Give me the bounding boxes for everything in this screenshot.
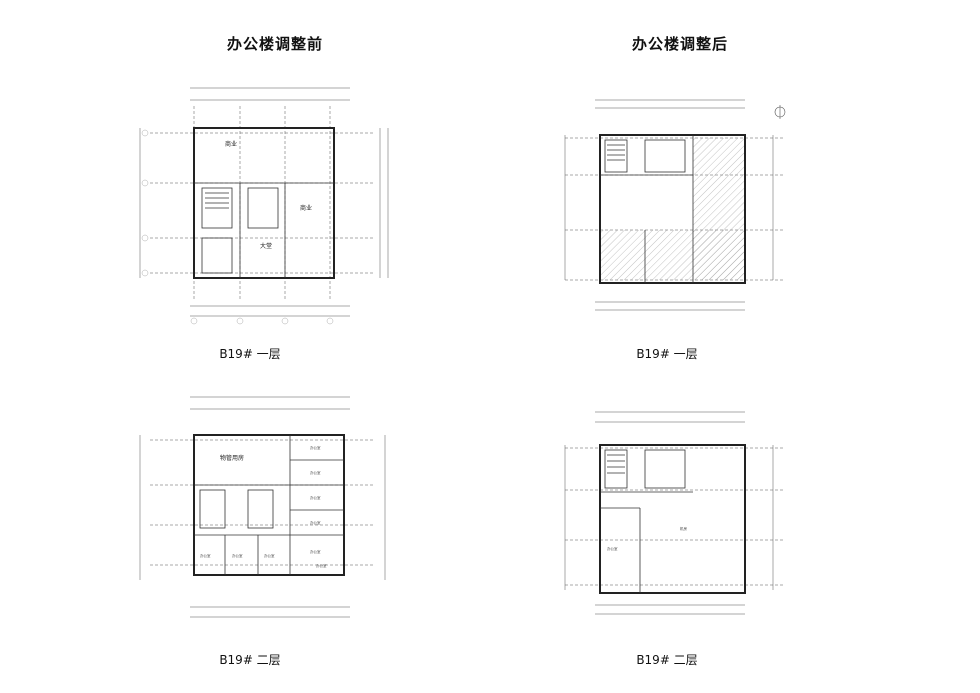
room-label: 办公室 xyxy=(200,553,211,558)
caption-before-floor2: B19# 二层 xyxy=(219,653,281,667)
room-label: 机房 xyxy=(680,526,688,531)
room-label: 办公室 xyxy=(310,445,321,450)
room-label: 办公室 xyxy=(316,563,327,568)
room-label: 办公室 xyxy=(310,520,321,525)
heading-after: 办公楼调整后 xyxy=(631,35,728,53)
room-label: 商业 xyxy=(225,140,237,148)
floorplan-after-floor1 xyxy=(545,90,805,320)
room-label: 办公室 xyxy=(310,549,321,554)
room-label: 办公室 xyxy=(310,470,321,475)
floorplan-after-floor2: 办公室 机房 xyxy=(545,400,805,630)
room-label: 办公室 xyxy=(607,546,618,551)
caption-before-floor1: B19# 一层 xyxy=(219,347,281,361)
room-label: 办公室 xyxy=(232,553,243,558)
room-label: 商业 xyxy=(300,204,312,212)
heading-before: 办公楼调整前 xyxy=(226,35,323,53)
room-label: 办公室 xyxy=(264,553,275,558)
floorplan-before-floor2: 物管用房 办公室 办公室 办公室 办公室 办公室 办公室 办公室 办公室 办公室 xyxy=(130,385,410,635)
floorplan-before-floor1: 商业 商业 大堂 xyxy=(130,78,410,328)
room-label: 物管用房 xyxy=(220,454,244,462)
room-label: 办公室 xyxy=(310,495,321,500)
room-label: 大堂 xyxy=(260,242,272,250)
caption-after-floor2: B19# 二层 xyxy=(636,653,698,667)
caption-after-floor1: B19# 一层 xyxy=(636,347,698,361)
